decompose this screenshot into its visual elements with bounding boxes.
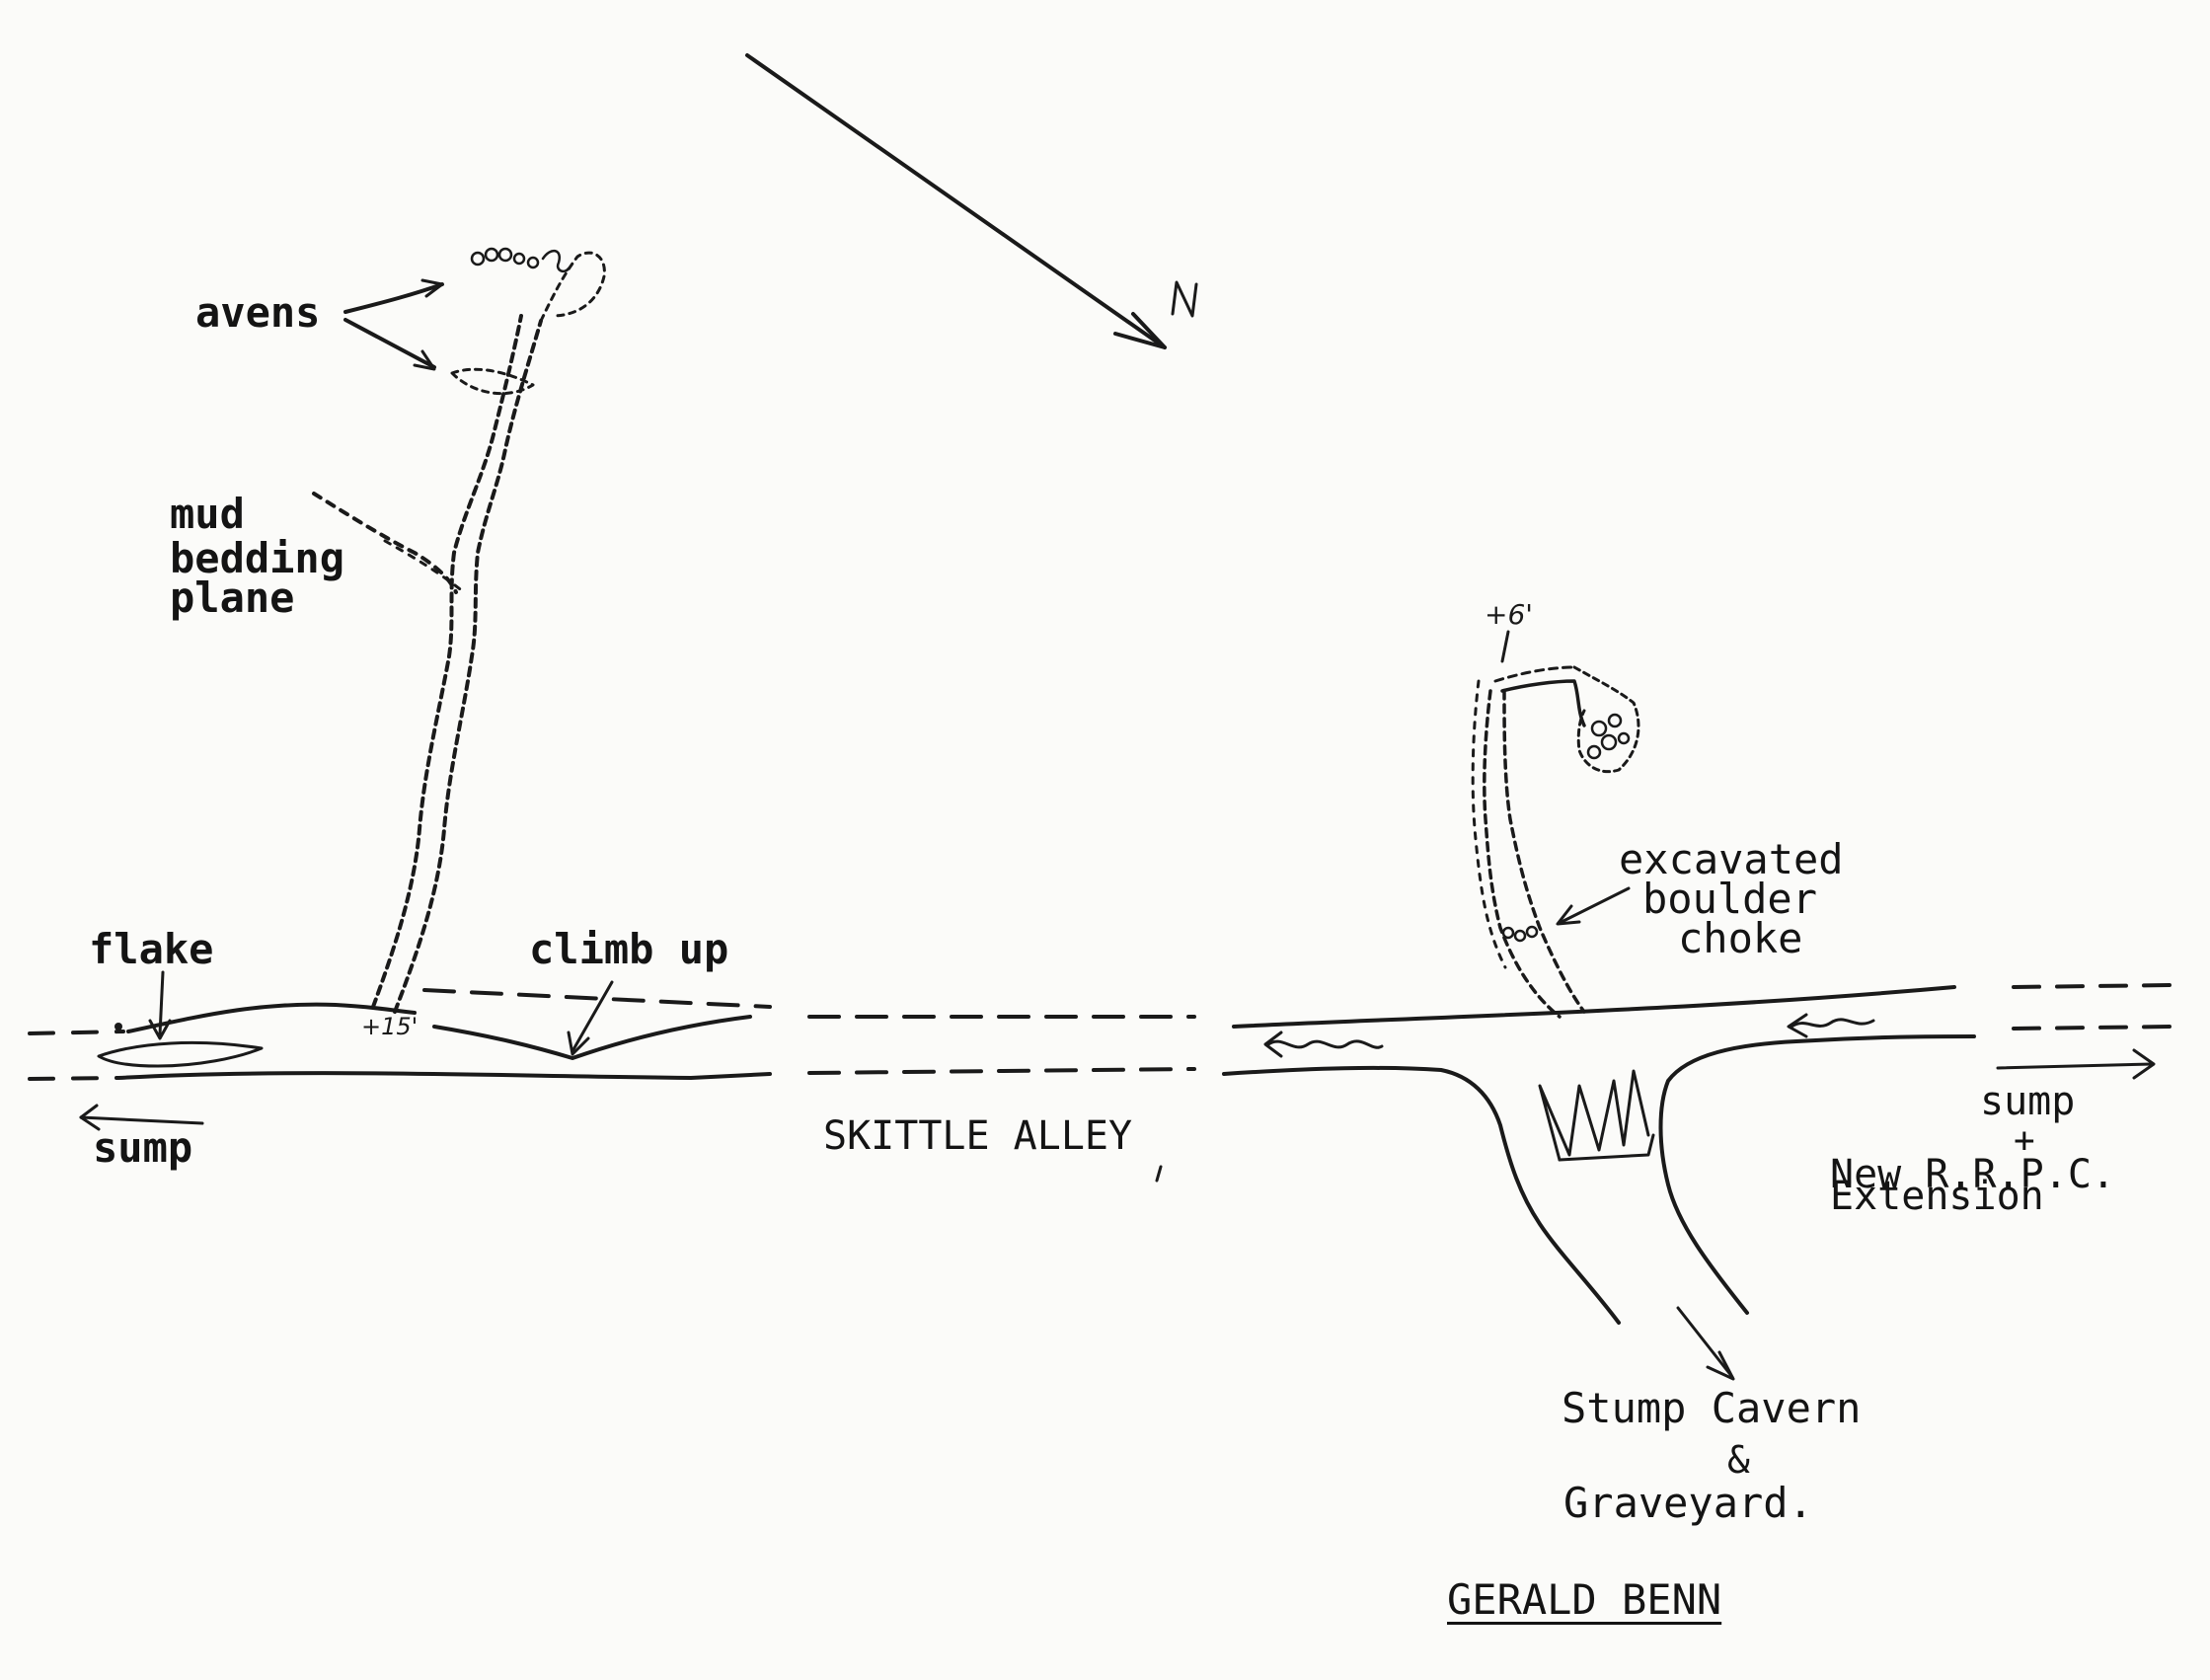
aven-circle-2: [484, 247, 499, 263]
label-excavated: excavated: [1619, 835, 1844, 883]
sump-left-arrow-head: [79, 1104, 101, 1131]
label-bedding: bedding: [170, 534, 345, 582]
choke-passage-inner-wall: [1471, 679, 1507, 969]
lower-aven-lens: [450, 367, 535, 396]
flake-dot: [114, 1023, 122, 1031]
aven-circle-3: [497, 247, 513, 263]
flake-outline: [97, 1040, 264, 1068]
aven-top-squiggle: [541, 250, 571, 273]
annotation-height-right: +6': [1485, 598, 1533, 631]
label-stump-cavern: Stump Cavern: [1562, 1384, 1862, 1432]
main-passage-lower-dashed-right: [2012, 1025, 2173, 1031]
label-boulder: boulder: [1642, 875, 1818, 923]
label-plane: plane: [170, 573, 295, 622]
label-ampersand: &: [1727, 1438, 1750, 1482]
label-avens: avens: [195, 288, 321, 337]
flake-pointer: [158, 970, 165, 1036]
main-passage-upper-wall-right: [1232, 985, 1956, 1029]
label-extension: Extension: [1830, 1174, 2044, 1219]
label-mud: mud: [170, 490, 245, 538]
excavated-choke-pointer-head: [1556, 904, 1581, 926]
annotation-height-left: +15': [361, 1013, 419, 1040]
main-passage-lower-wall-right-b: [1658, 1034, 1976, 1315]
north-arrow: [745, 53, 1167, 349]
boulder-4: [1586, 744, 1602, 760]
main-passage-lower-wall-right-a: [1222, 1065, 1621, 1325]
sump-right-arrow: [1996, 1062, 2154, 1070]
aven-circle-4: [512, 252, 526, 266]
sump-right-arrow-head: [2132, 1048, 2156, 1080]
label-sump-right: sump: [1980, 1079, 2076, 1124]
climb-up-notch: [432, 1015, 752, 1060]
avens-pointer-upper: [343, 282, 444, 314]
main-passage-lower-wall: [116, 1071, 772, 1080]
spike-formation-base: [1558, 1133, 1655, 1162]
main-passage-upper-dashed: [422, 988, 772, 1009]
north-arrow-head: [1113, 312, 1167, 349]
main-passage-lower-wall-left: [28, 1076, 120, 1081]
label-author: GERALD BENN: [1447, 1575, 1722, 1624]
upper-aven-loop: [539, 251, 606, 323]
label-graveyard: Graveyard.: [1563, 1479, 1813, 1527]
choke-boulder-a: [1501, 926, 1515, 940]
choke-upper-passage-2: [1493, 665, 1576, 683]
north-letter-n: [1171, 280, 1198, 318]
main-passage-upper-dashed-right: [2012, 983, 2173, 989]
choke-upper-passage: [1500, 679, 1586, 727]
flake-pointer-head: [148, 1019, 172, 1040]
choke-passage-right-wall: [1502, 689, 1586, 1014]
stump-cavern-arrow: [1676, 1306, 1734, 1379]
label-sump-left: sump: [93, 1123, 193, 1172]
skittle-alley-tick: [1155, 1165, 1163, 1183]
flow-squiggle-right-head: [1787, 1013, 1808, 1038]
flow-squiggle-left: [1266, 1039, 1384, 1049]
choke-boulder-b: [1513, 929, 1527, 943]
side-passage-wall-left: [371, 314, 523, 1009]
avens-pointer-lower: [343, 318, 436, 369]
main-passage-upper-wall: [126, 1002, 417, 1033]
aven-circle-5: [526, 256, 540, 269]
sump-left-arrow: [79, 1115, 204, 1125]
main-passage-lower-dashed: [807, 1067, 1196, 1075]
avens-pointer-upper-head: [420, 278, 444, 298]
aven-circle-1: [470, 251, 486, 267]
boulder-2: [1607, 713, 1623, 728]
boulder-1: [1590, 720, 1608, 737]
label-new-rrpc: New R.R.P.C.: [1830, 1152, 2115, 1197]
avens-pointer-lower-head: [413, 349, 436, 371]
climb-up-pointer-head: [567, 1031, 590, 1056]
climb-up-pointer: [571, 980, 614, 1053]
flow-squiggle-right: [1790, 1018, 1875, 1029]
choke-boulder-c: [1525, 925, 1539, 939]
boulder-5: [1617, 731, 1631, 745]
flow-squiggle-left-head: [1263, 1031, 1283, 1058]
height-right-tick: [1500, 630, 1510, 663]
boulder-3: [1600, 733, 1618, 751]
side-passage-wall-right: [393, 319, 543, 1014]
spike-formation: [1538, 1069, 1650, 1162]
choke-passage-left-wall: [1483, 689, 1562, 1019]
label-skittle-alley: SKITTLE ALLEY: [823, 1113, 1133, 1159]
mud-bedding-branch-2: [383, 539, 466, 594]
label-plus: +: [2014, 1120, 2035, 1161]
label-flake: flake: [89, 925, 214, 973]
main-passage-upper-wall-left: [28, 1030, 125, 1035]
choke-pocket: [1572, 665, 1640, 774]
stump-cavern-arrow-head: [1706, 1350, 1735, 1381]
label-choke: choke: [1678, 914, 1803, 962]
label-climb-up: climb up: [529, 925, 729, 973]
excavated-choke-pointer: [1558, 886, 1631, 925]
